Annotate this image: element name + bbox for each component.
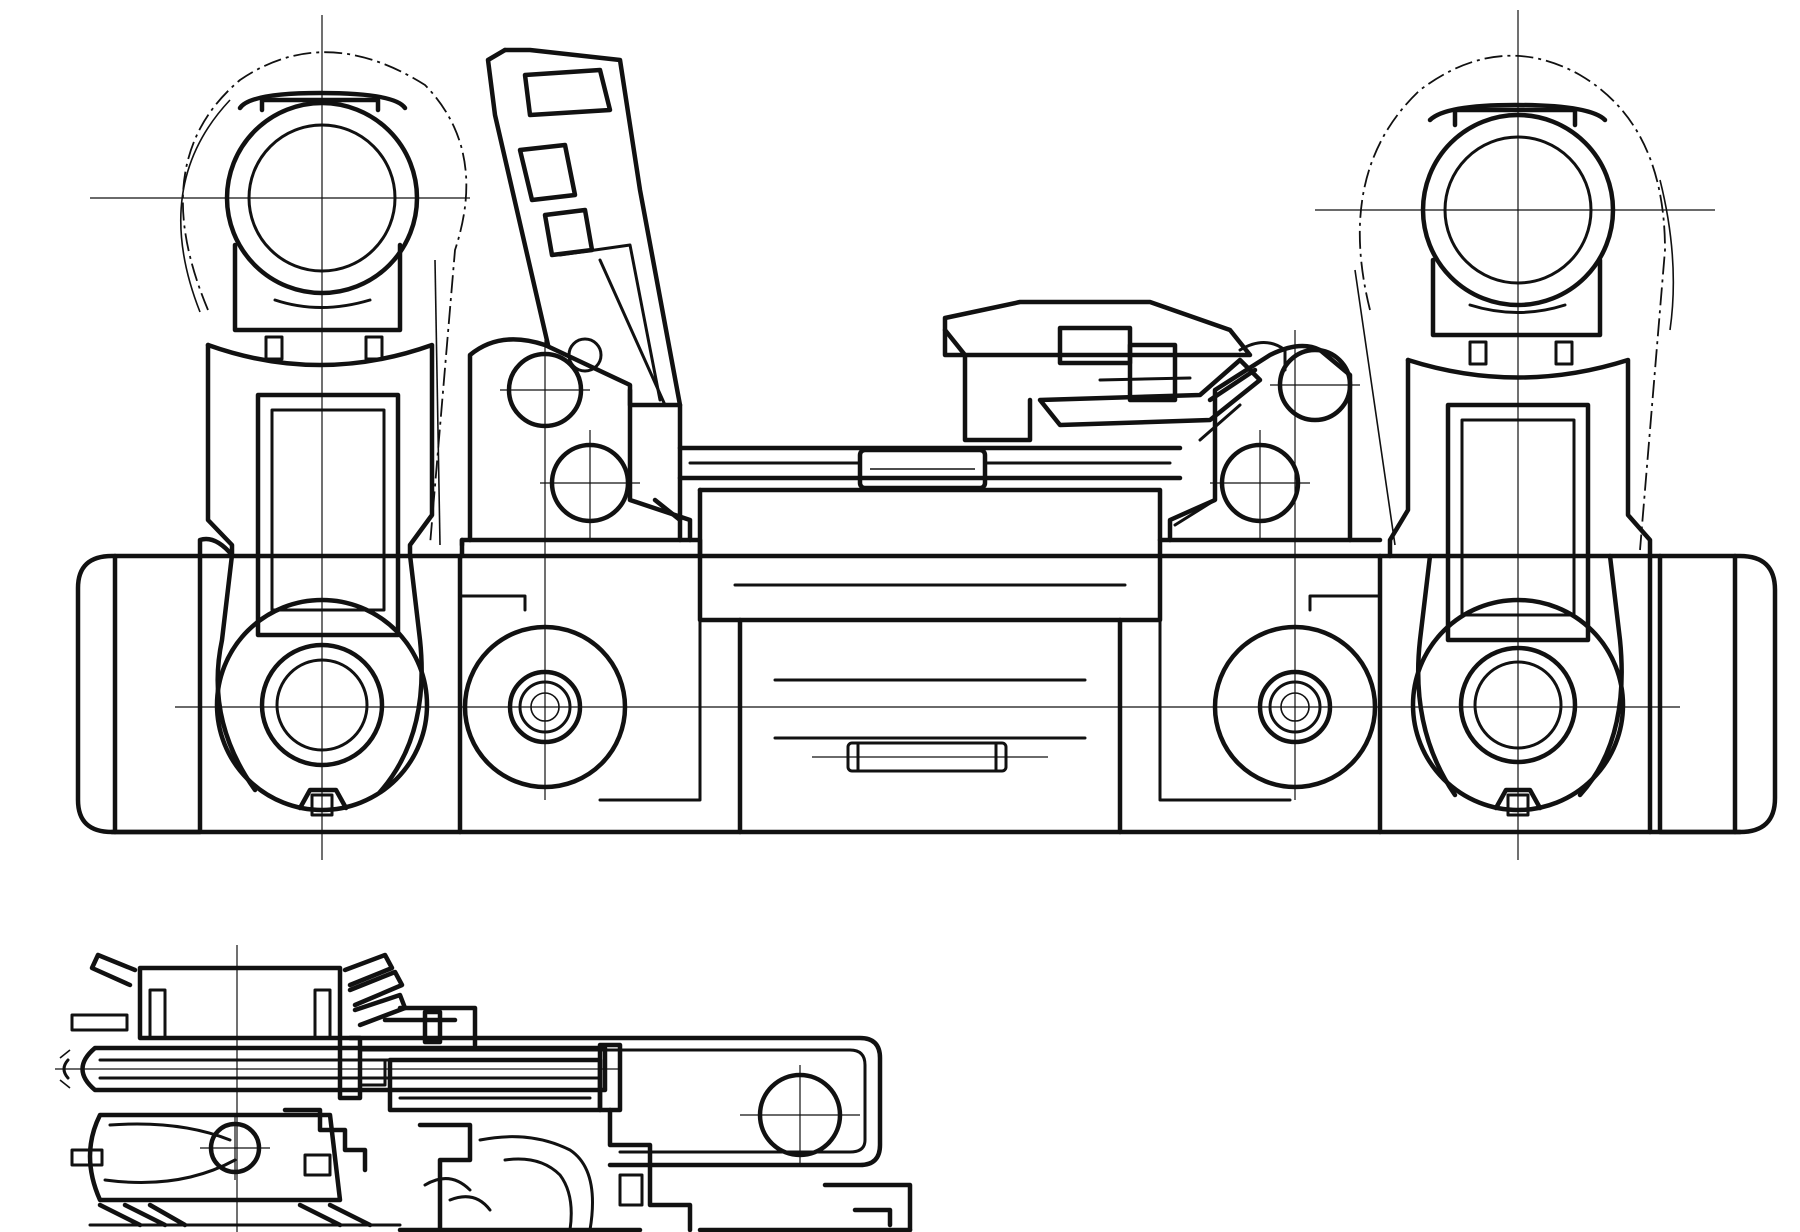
center-tool-head [942,299,1287,443]
side-view [55,945,913,1232]
side-upper-block [70,952,408,1041]
right-arm-assembly [1354,54,1675,817]
base-frame [75,553,1778,835]
left-arm-assembly [179,51,468,817]
side-shaft [59,1035,608,1101]
left-clamp-bracket [459,47,703,559]
front-centerlines [90,10,1715,860]
right-clamp-bracket [1157,343,1383,543]
center-rail [677,445,1183,559]
side-lower-body [70,1107,402,1228]
side-centerlines [55,945,620,1232]
front-view [75,10,1778,860]
side-carriage [347,1005,913,1232]
